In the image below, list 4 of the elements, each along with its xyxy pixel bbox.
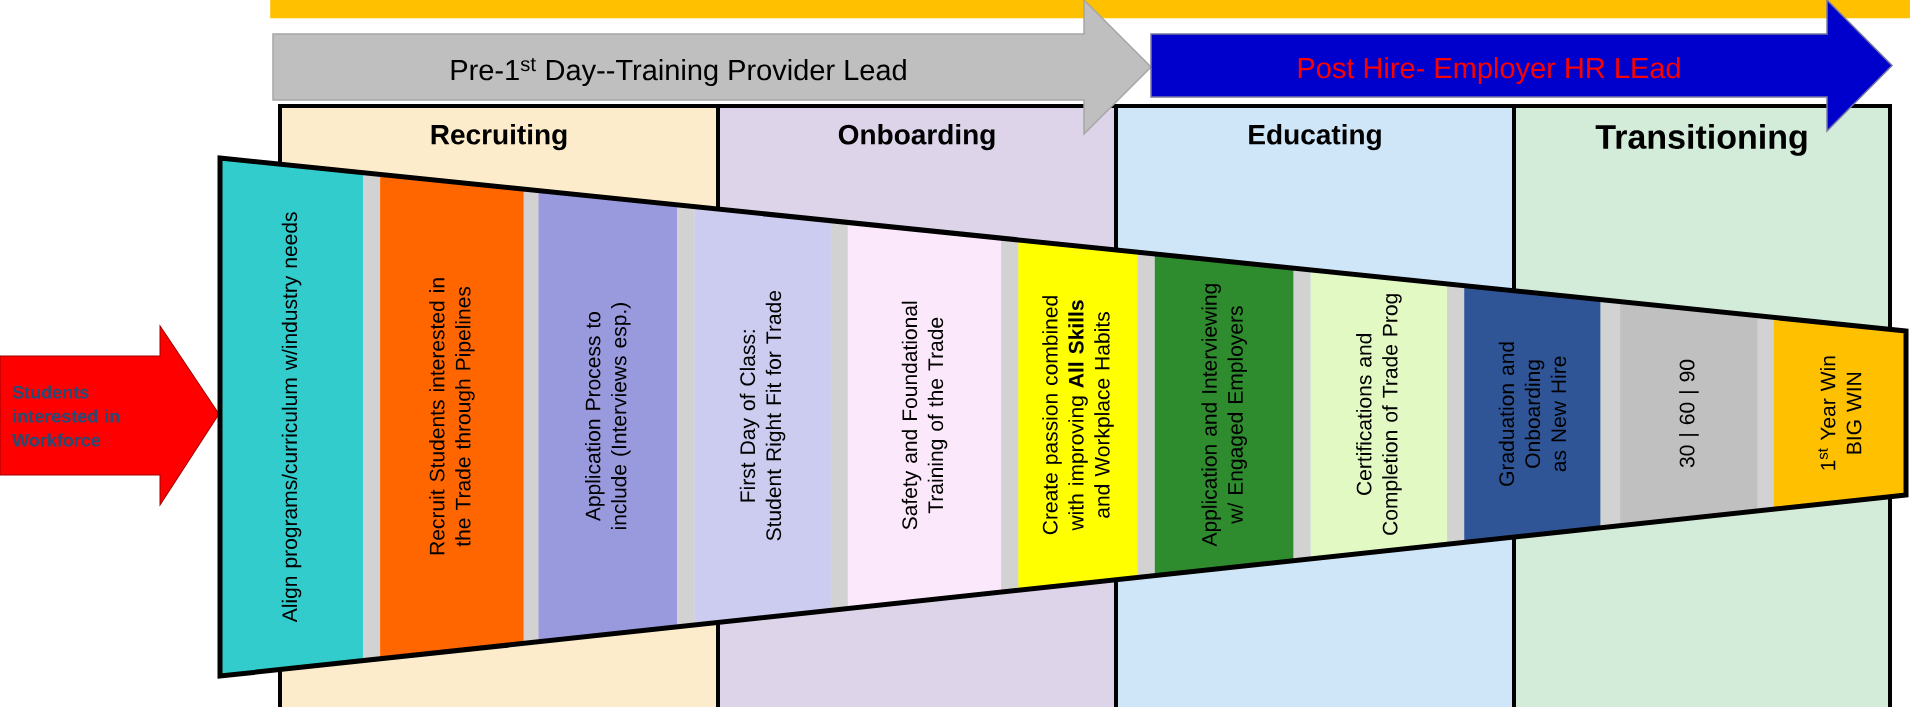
funnel-segment: Graduation and Onboarding as New Hire [1464,285,1601,543]
funnel-segment: First Day of Class: Student Right Fit for Trade [694,206,831,626]
funnel-segment: Align programs/curriculum w/industry needs [220,158,363,676]
band [270,0,1910,19]
